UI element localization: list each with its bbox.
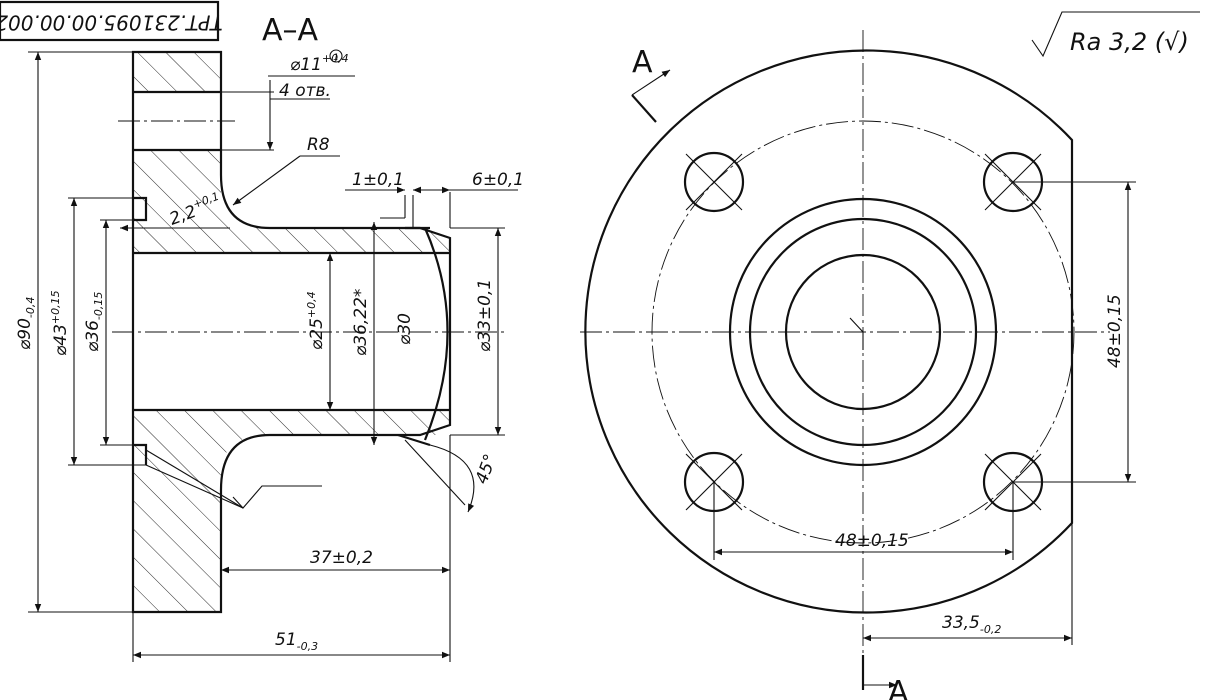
section-mark-bottom: А (861, 655, 909, 700)
dim-dia-25: ⌀25+0,4 (305, 291, 327, 350)
dim-dia-30: ⌀30 (395, 313, 415, 345)
part-outline (131, 50, 452, 614)
dim-dia-33: ⌀33±0,1 (475, 279, 495, 352)
dim-hole-11: ⌀11+0,4 (290, 52, 349, 75)
hole-note-marker: 1 (333, 53, 339, 63)
hatch-regions (133, 52, 450, 612)
dim-flat-335: 33,5-0,2 (942, 613, 1001, 636)
section-mark-label-top: А (632, 45, 653, 80)
section-dimensions: ⌀90-0,4 ⌀43+0,15 ⌀36-0,15 ⌀25+0,4 ⌀36,22… (15, 49, 524, 662)
drawing-number: ТРТ.231095.00.00.002 (0, 11, 223, 35)
section-mark-label-bottom: А (888, 675, 909, 700)
dim-dia-36: ⌀36-0,15 (83, 292, 105, 352)
dim-chamfer-1: 1±0,1 (352, 170, 404, 190)
front-dimensions: 48±0,15 48±0,15 33,5-0,2 Ra 3,2 (√) (713, 11, 1200, 645)
title-stamp: ТРТ.231095.00.00.002 (0, 0, 223, 42)
dim-length-37: 37±0,2 (310, 548, 373, 568)
dim-dia-90: ⌀90-0,4 (15, 297, 37, 350)
section-view (112, 50, 505, 614)
dim-dia-3622: ⌀36,22* (351, 289, 371, 356)
section-title: А–А (262, 13, 319, 48)
dim-hole-count: 4 отв. (279, 81, 331, 101)
roughness-general: Ra 3,2 (√) (1070, 28, 1189, 56)
flange-outline (584, 49, 1074, 614)
dim-dia-43: ⌀43+0,15 (49, 290, 71, 356)
dim-radius: R8 (307, 135, 330, 155)
section-mark-top: А (631, 45, 671, 123)
front-view: А А (580, 30, 1110, 700)
dim-angle-45: 45° (472, 452, 501, 487)
dim-bolt-48-vertical: 48±0,15 (1105, 294, 1125, 368)
bolt-hole-tl (683, 151, 745, 213)
dim-length-51: 51-0,3 (275, 630, 318, 653)
dim-length-6: 6±0,1 (472, 170, 524, 190)
dim-bolt-48-horizontal: 48±0,15 (835, 531, 909, 551)
